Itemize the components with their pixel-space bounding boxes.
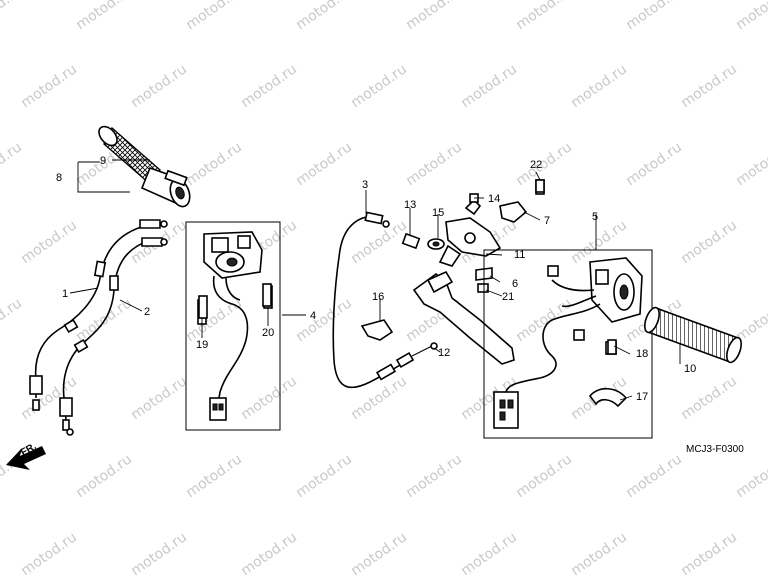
watermark-text: motod.ru bbox=[0, 295, 25, 345]
watermark-text: motod.ru bbox=[348, 217, 410, 267]
callout-13: 13 bbox=[404, 199, 416, 211]
watermark-text: motod.ru bbox=[73, 0, 135, 33]
callout-2: 2 bbox=[144, 306, 150, 318]
callout-18: 18 bbox=[636, 348, 648, 360]
callout-19: 19 bbox=[196, 339, 208, 351]
watermark-text: motod.ru bbox=[18, 61, 80, 111]
callout-20: 20 bbox=[262, 327, 274, 339]
watermark-text: motod.ru bbox=[348, 373, 410, 423]
callout-3: 3 bbox=[362, 179, 368, 191]
callout-16: 16 bbox=[372, 291, 384, 303]
watermark-text: motod.ru bbox=[128, 529, 190, 576]
callout-11: 11 bbox=[514, 249, 525, 261]
watermark-text: motod.ru bbox=[678, 217, 740, 267]
watermark-text: motod.ru bbox=[568, 61, 630, 111]
watermark-text: motod.ru bbox=[678, 373, 740, 423]
watermark-text: motod.ru bbox=[73, 451, 135, 501]
watermark-text: motod.ru bbox=[0, 0, 25, 33]
watermark-text: motod.ru bbox=[238, 61, 300, 111]
watermark-text: motod.ru bbox=[623, 0, 685, 33]
watermark-text: motod.ru bbox=[733, 139, 768, 189]
callout-22: 22 bbox=[530, 159, 542, 171]
front-direction-marker bbox=[6, 446, 46, 470]
right-switch-assembly bbox=[185, 221, 281, 431]
watermark-text: motod.ru bbox=[293, 295, 355, 345]
watermark-text: motod.ru bbox=[348, 529, 410, 576]
callout-12: 12 bbox=[438, 347, 450, 359]
watermark-text: motod.ru bbox=[513, 451, 575, 501]
callout-21: 21 bbox=[502, 291, 514, 303]
watermark-text: motod.ru bbox=[128, 61, 190, 111]
watermark-text: motod.ru bbox=[238, 529, 300, 576]
watermark-text: motod.ru bbox=[238, 373, 300, 423]
callout-6: 6 bbox=[512, 278, 518, 290]
throttle-cables bbox=[29, 219, 168, 436]
watermark-text: motod.ru bbox=[348, 61, 410, 111]
watermark-text: motod.ru bbox=[403, 0, 465, 33]
watermark-text: motod.ru bbox=[513, 295, 575, 345]
wire-clamps bbox=[360, 319, 628, 408]
watermark-text: motod.ru bbox=[623, 139, 685, 189]
callout-7: 7 bbox=[544, 215, 550, 227]
watermark-text: motod.ru bbox=[403, 139, 465, 189]
left-grip bbox=[644, 306, 742, 364]
watermark-text: motod.ru bbox=[0, 139, 25, 189]
watermark-text: motod.ru bbox=[18, 217, 80, 267]
watermark-text: motod.ru bbox=[293, 451, 355, 501]
watermark-text: motod.ru bbox=[183, 451, 245, 501]
watermark-text: motod.ru bbox=[678, 529, 740, 576]
callout-9: 9 bbox=[100, 155, 106, 167]
watermark-text: motod.ru bbox=[458, 61, 520, 111]
callout-5: 5 bbox=[592, 211, 598, 223]
watermark-text: motod.ru bbox=[128, 373, 190, 423]
callout-10: 10 bbox=[684, 363, 696, 375]
callout-14: 14 bbox=[488, 193, 500, 205]
watermark-text: motod.ru bbox=[403, 451, 465, 501]
watermark-text: motod.ru bbox=[513, 0, 575, 33]
throttle-grip-assembly bbox=[98, 125, 191, 208]
watermark-text: motod.ru bbox=[183, 0, 245, 33]
watermark-text: motod.ru bbox=[678, 61, 740, 111]
callout-4: 4 bbox=[310, 310, 316, 322]
leader-lines bbox=[69, 159, 681, 401]
watermark-text: motod.ru bbox=[293, 139, 355, 189]
clutch-cable bbox=[332, 211, 438, 389]
watermark-text: motod.ru bbox=[183, 295, 245, 345]
watermark-text: motod.ru bbox=[623, 451, 685, 501]
watermark-text: motod.ru bbox=[183, 139, 245, 189]
watermark-text: motod.ru bbox=[733, 451, 768, 501]
watermark-text: motod.ru bbox=[18, 529, 80, 576]
callout-1: 1 bbox=[62, 288, 68, 300]
watermark-text: motod.ru bbox=[458, 529, 520, 576]
watermark-text: motod.ru bbox=[568, 529, 630, 576]
diagram-code: MCJ3-F0300 bbox=[686, 444, 744, 455]
callout-17: 17 bbox=[636, 391, 648, 403]
watermark-text: motod.ru bbox=[733, 0, 768, 33]
callout-15: 15 bbox=[432, 207, 444, 219]
clutch-lever-assembly bbox=[401, 179, 545, 365]
callout-8: 8 bbox=[56, 172, 62, 184]
watermark-text: motod.ru bbox=[293, 0, 355, 33]
